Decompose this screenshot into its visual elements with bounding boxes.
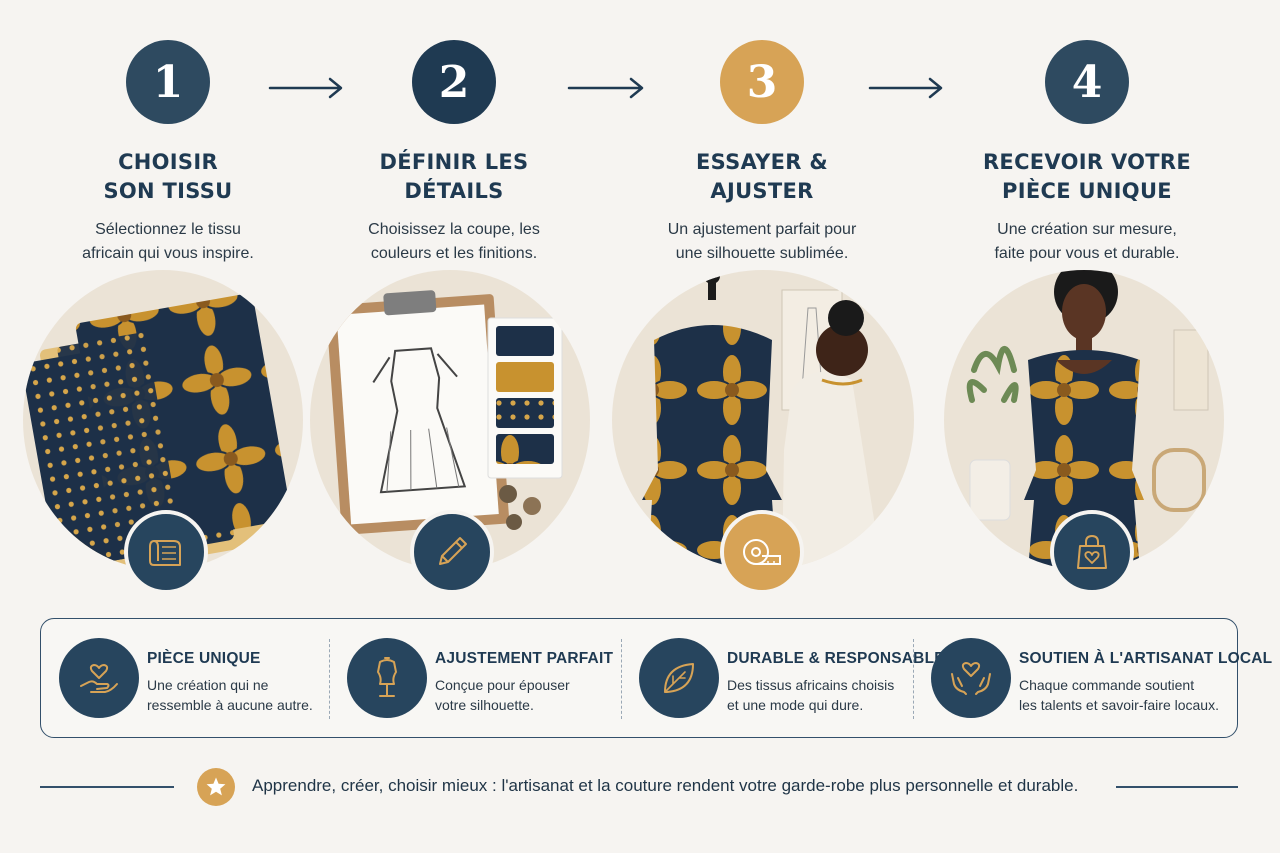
step-number-badge: 1 (126, 40, 210, 124)
pencil-icon (410, 510, 494, 594)
step-description: Une création sur mesure,faite pour vous … (994, 221, 1180, 262)
benefit-sustainable: DURABLE & RESPONSABLE Des tissus africai… (621, 619, 945, 739)
leaf-icon (639, 638, 719, 718)
footer-line-left (40, 786, 174, 788)
measuring-tape-icon (720, 510, 804, 594)
step-3: 3 ESSAYER &AJUSTER Un ajustement parfait… (617, 40, 907, 266)
divider (913, 639, 914, 719)
benefit-local-craft: SOUTIEN À L'ARTISANAT LOCAL Chaque comma… (913, 619, 1272, 739)
benefit-title: SOUTIEN À L'ARTISANAT LOCAL (1019, 650, 1273, 667)
benefit-title: AJUSTEMENT PARFAIT (435, 650, 614, 667)
step-number-badge: 2 (412, 40, 496, 124)
star-icon (197, 768, 235, 806)
footer-line-right (1116, 786, 1238, 788)
fitting-illustration (612, 270, 914, 570)
dress-form-icon (347, 638, 427, 718)
benefit-title: DURABLE & RESPONSABLE (727, 650, 945, 667)
divider (621, 639, 622, 719)
arrow-right-icon (567, 77, 644, 99)
shopping-bag-heart-icon (1050, 510, 1134, 594)
arrow-right-icon (868, 77, 943, 99)
step-title: ESSAYER &AJUSTER (696, 150, 828, 203)
hands-heart-icon (931, 638, 1011, 718)
footer-message: Apprendre, créer, choisir mieux : l'arti… (252, 776, 1079, 795)
step-number-badge: 3 (720, 40, 804, 124)
divider (329, 639, 330, 719)
step-number-badge: 4 (1045, 40, 1129, 124)
design-sketch-illustration (310, 270, 590, 570)
hand-heart-icon (59, 638, 139, 718)
benefit-title: PIÈCE UNIQUE (147, 650, 261, 667)
fabric-roll-icon (124, 510, 208, 594)
arrow-right-icon (268, 77, 343, 99)
fabric-stack-illustration (23, 270, 303, 570)
